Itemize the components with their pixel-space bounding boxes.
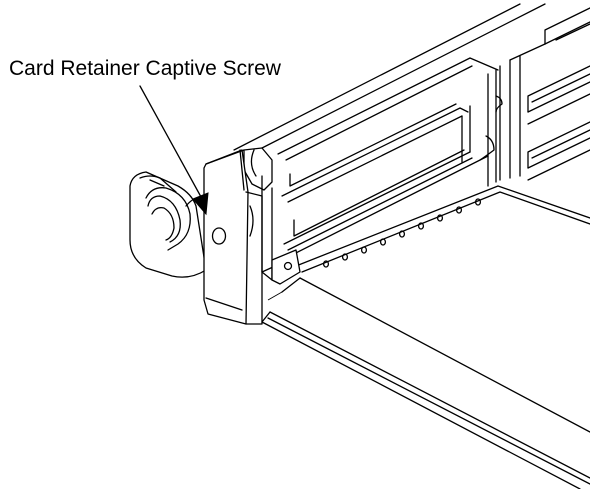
expansion-slots (527, 7, 590, 181)
chassis-front-edge (261, 277, 590, 489)
captive-screw-hole (211, 227, 227, 245)
riser-cage (233, 3, 546, 263)
perforation-holes (322, 198, 482, 268)
chassis-floor-rear-edge (295, 185, 590, 273)
thumbscrew-cup (129, 171, 207, 278)
retainer-side-flange (243, 147, 301, 285)
callout-label: Card Retainer Captive Screw (9, 57, 281, 80)
callout-leader (139, 85, 209, 216)
retainer-plate (203, 149, 263, 325)
